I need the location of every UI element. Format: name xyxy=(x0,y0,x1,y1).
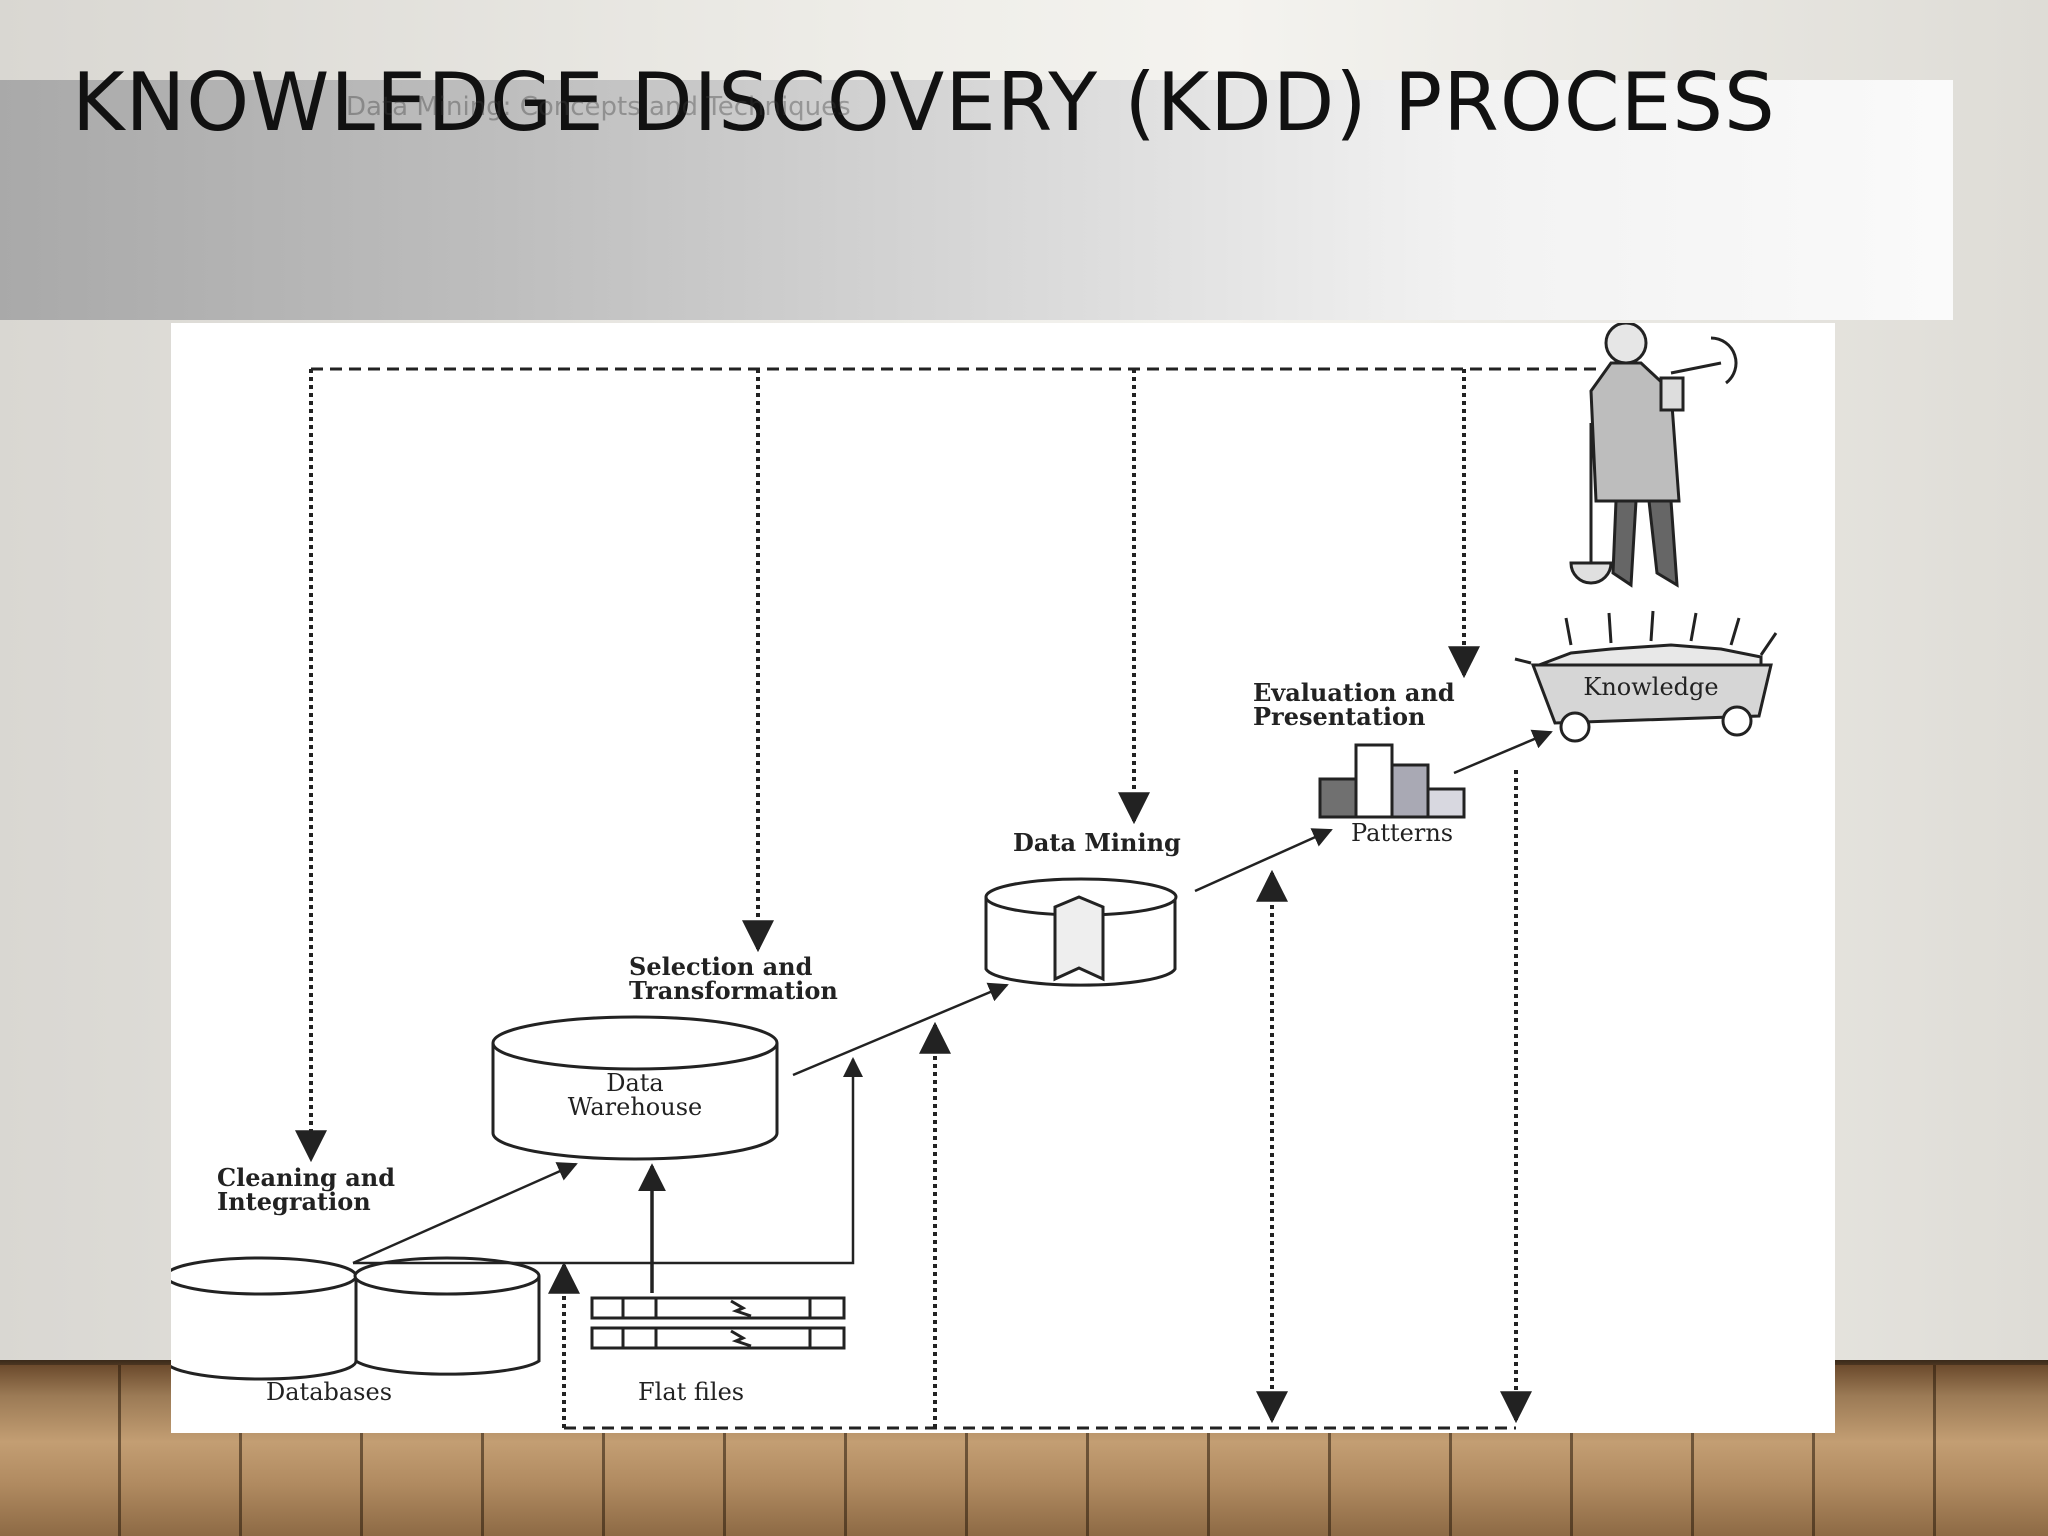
kdd-diagram: Databases Flat files Cleaning and Integr… xyxy=(171,323,1778,1430)
knowledge-cart-icon xyxy=(1514,610,1778,743)
cleaning-label-line2: Integration xyxy=(217,1187,371,1216)
arrow-mining-to-patterns xyxy=(1194,828,1333,893)
databases-label: Databases xyxy=(266,1378,392,1406)
data-warehouse-icon xyxy=(491,1015,779,1161)
databases-icon xyxy=(171,1256,541,1381)
evaluation-label-line2: Presentation xyxy=(1253,702,1426,731)
evaluation-label-line1: Evaluation and xyxy=(1253,678,1455,707)
arrow-databases-to-warehouse xyxy=(352,1162,578,1265)
arrow-databases-to-selection xyxy=(353,1057,863,1265)
warehouse-label-line1: Data xyxy=(606,1069,664,1097)
selection-label-line2: Transformation xyxy=(629,976,838,1005)
arrow-patterns-to-knowledge xyxy=(1453,729,1553,775)
slide-title: KNOWLEDGE DISCOVERY (KDD) PROCESS xyxy=(72,56,1776,149)
selection-label-line1: Selection and xyxy=(629,952,813,981)
cleaning-label-line1: Cleaning and xyxy=(217,1163,395,1192)
patterns-bar-icon xyxy=(1318,743,1466,819)
warehouse-label-line2: Warehouse xyxy=(568,1093,702,1121)
flat-files-icon xyxy=(590,1296,846,1350)
data-mining-label: Data Mining xyxy=(1013,828,1181,857)
watermark-text: Data Mining: Concepts and Techniques xyxy=(346,92,851,122)
kdd-diagram-panel: Databases Flat files Cleaning and Integr… xyxy=(171,323,1835,1433)
patterns-label: Patterns xyxy=(1351,819,1453,847)
title-band xyxy=(0,80,1953,320)
data-cube-icon xyxy=(984,877,1178,987)
arrow-warehouse-to-mining xyxy=(792,982,1009,1077)
flat-files-label: Flat files xyxy=(638,1378,744,1406)
miner-figure-icon xyxy=(1569,323,1738,588)
knowledge-label: Knowledge xyxy=(1583,673,1718,701)
